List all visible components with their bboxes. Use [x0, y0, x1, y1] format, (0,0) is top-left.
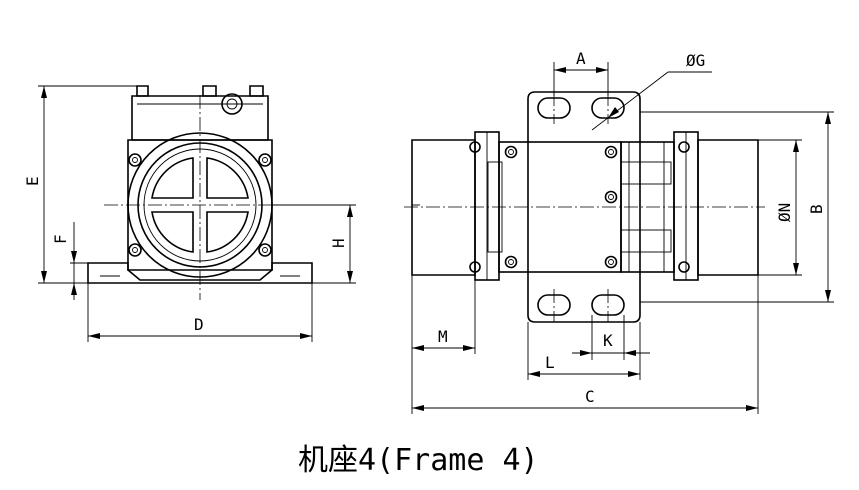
front-view-dimensions	[38, 85, 356, 342]
side-view	[404, 91, 765, 323]
drawing-caption: 机座4(Frame 4)	[298, 443, 539, 478]
label-f: F	[51, 234, 70, 244]
label-c: C	[585, 387, 595, 406]
label-a: A	[576, 49, 586, 68]
label-h: H	[329, 238, 348, 248]
label-e: E	[23, 176, 42, 186]
label-l: L	[545, 353, 555, 372]
label-k: K	[603, 331, 613, 350]
label-b: B	[807, 204, 826, 214]
label-g: ØG	[686, 51, 705, 70]
label-m: M	[438, 327, 448, 346]
dimension-labels: E F H D A ØG B ØN M K L C	[23, 49, 826, 406]
label-n: ØN	[775, 203, 794, 222]
side-view-dimensions	[411, 62, 834, 414]
label-d: D	[194, 315, 204, 334]
front-view	[87, 85, 313, 300]
